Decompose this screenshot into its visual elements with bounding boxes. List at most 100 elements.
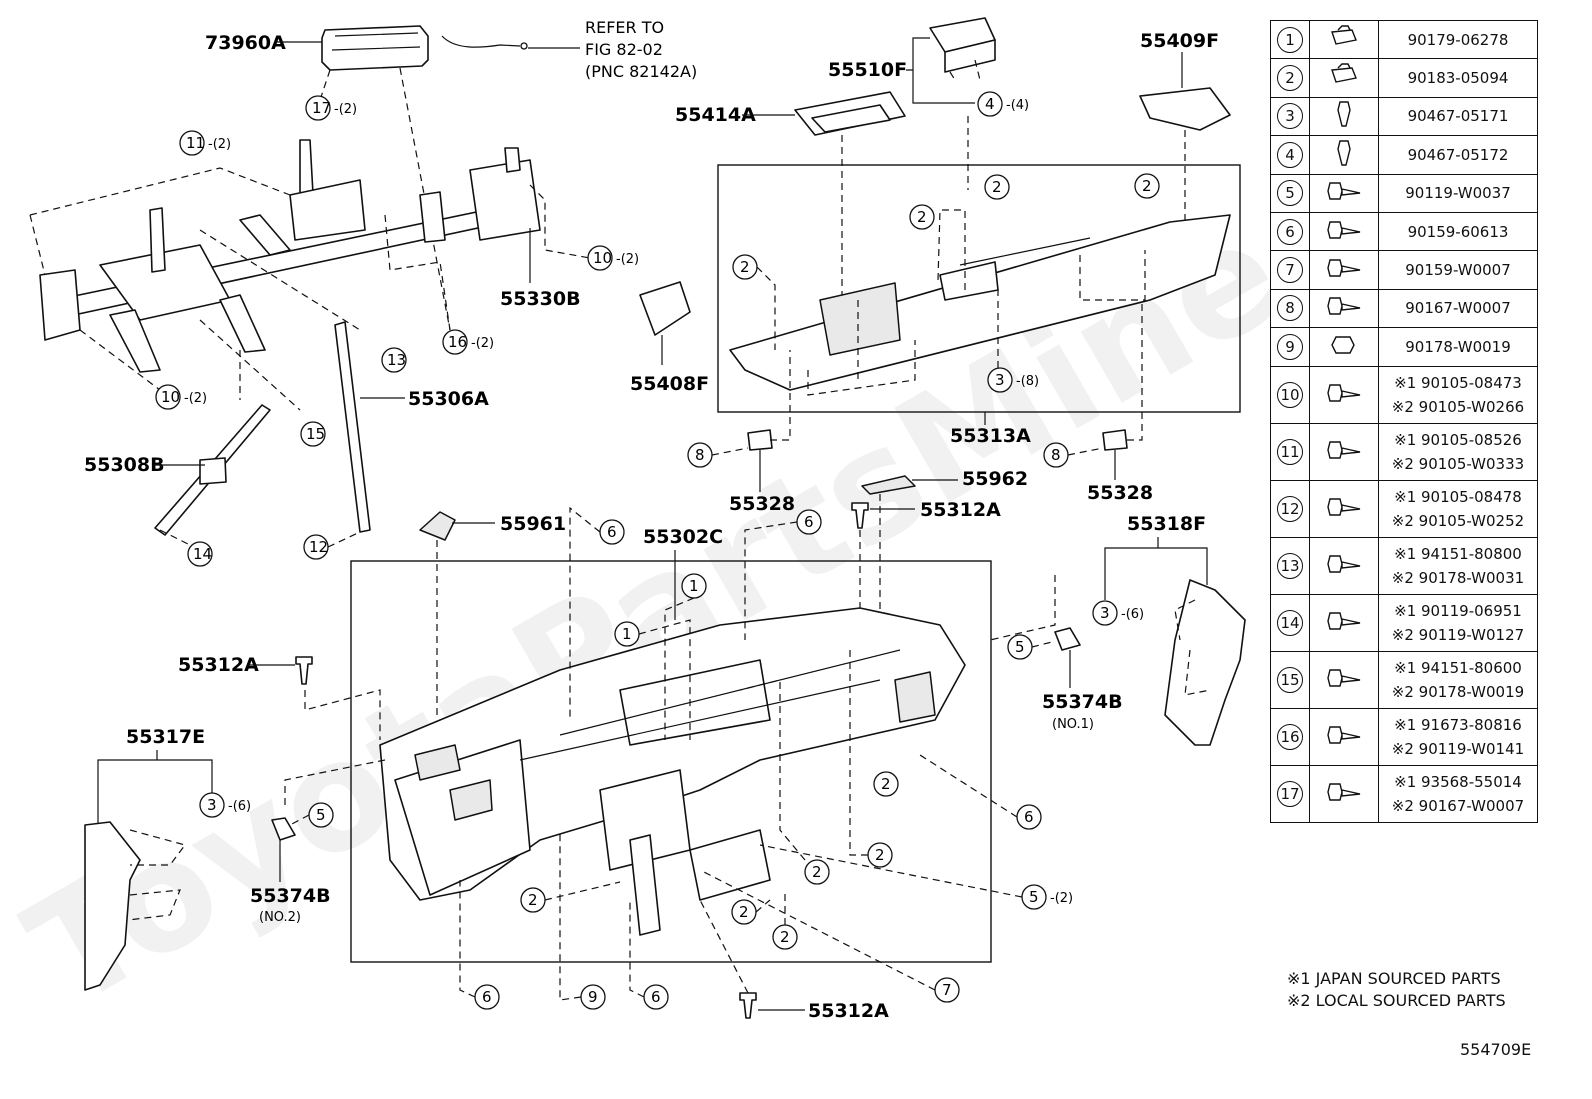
callout-12: 12 bbox=[303, 534, 329, 560]
svg-text:10: 10 bbox=[161, 388, 180, 406]
callout-13: 13 bbox=[381, 347, 407, 373]
callout-6-a: 6 bbox=[599, 519, 625, 545]
legend-ref-number: 12 bbox=[1270, 479, 1310, 538]
part-number-text: ※1 94151-80600 bbox=[1394, 658, 1522, 677]
vent-55961 bbox=[419, 511, 456, 541]
svg-text:2: 2 bbox=[917, 208, 927, 226]
callout-14: 14 bbox=[187, 541, 213, 567]
brace-55306A bbox=[334, 321, 371, 533]
box-55302C bbox=[350, 560, 992, 963]
callout-10-left: 10 -(2) bbox=[155, 384, 207, 410]
fastener-icon bbox=[1309, 135, 1379, 175]
callout-17: 17 -(2) bbox=[305, 95, 357, 121]
callout-3-right: 3 -(6) bbox=[1092, 600, 1144, 626]
legend-ref-number: 14 bbox=[1270, 593, 1310, 652]
callout-55374B-no2: 55374B bbox=[250, 885, 331, 907]
legend-ref-number: 7 bbox=[1270, 250, 1310, 290]
callout-2-e: 2 bbox=[873, 771, 899, 797]
cover-55408F bbox=[639, 281, 691, 336]
svg-text:13: 13 bbox=[387, 351, 406, 369]
svg-text:6: 6 bbox=[651, 988, 661, 1006]
legend-part-number: ※1 90105-08478※2 90105-W0252 bbox=[1378, 479, 1538, 538]
part-number-text: 90467-05171 bbox=[1407, 107, 1509, 126]
callout-2-h: 2 bbox=[520, 887, 546, 913]
callout-6-c: 6 bbox=[1016, 804, 1042, 830]
callout-55962: 55962 bbox=[962, 468, 1028, 490]
legend-part-number: ※1 90105-08526※2 90105-W0333 bbox=[1378, 422, 1538, 481]
callout-11: 11 -(2) bbox=[179, 130, 231, 156]
part-number-text: ※1 90105-08473 bbox=[1394, 373, 1522, 392]
clip-55374B-no1 bbox=[1054, 627, 1081, 651]
part-number-text: ※2 90167-W0007 bbox=[1391, 796, 1525, 815]
callout-73960A: 73960A bbox=[205, 32, 286, 54]
legend-ref-number: 9 bbox=[1270, 327, 1310, 367]
legend-row: 15※1 94151-80600※2 90178-W0019 bbox=[1270, 650, 1538, 709]
callout-8-left: 8 bbox=[687, 442, 713, 468]
fastener-icon bbox=[1309, 327, 1379, 367]
svg-text:2: 2 bbox=[812, 863, 822, 881]
illustration-id: 554709E bbox=[1460, 1040, 1532, 1059]
legend-row: 14※1 90119-06951※2 90119-W0127 bbox=[1270, 593, 1538, 652]
svg-text:3: 3 bbox=[1100, 604, 1110, 622]
legend-row: 3 90467-05171 bbox=[1270, 96, 1538, 137]
part-number-text: ※1 93568-55014 bbox=[1394, 772, 1522, 791]
part-number-text: ※2 90105-W0252 bbox=[1391, 511, 1525, 530]
clip-55312A-bottom bbox=[739, 992, 757, 1019]
legend-part-number: ※1 94151-80600※2 90178-W0019 bbox=[1378, 650, 1538, 709]
svg-text:6: 6 bbox=[482, 988, 492, 1006]
svg-text:15: 15 bbox=[306, 425, 325, 443]
svg-text:12: 12 bbox=[309, 538, 328, 556]
svg-text:5: 5 bbox=[1029, 888, 1039, 906]
legend-row: 11 ※1 90105-08526※2 90105-W0333 bbox=[1270, 422, 1538, 481]
callout-5-a: 5 bbox=[308, 802, 334, 828]
instrument-panel-reinforcement bbox=[39, 139, 541, 373]
legend-part-number: 90119-W0037 bbox=[1378, 173, 1538, 213]
cover-55409F bbox=[1139, 87, 1231, 131]
svg-text:6: 6 bbox=[804, 513, 814, 531]
clip-55328-left bbox=[747, 429, 773, 451]
callout-55308B: 55308B bbox=[84, 454, 165, 476]
legend-ref-number: 6 bbox=[1270, 211, 1310, 252]
callout-55374B-no1-note: (NO.1) bbox=[1052, 717, 1094, 732]
fastener-icon bbox=[1309, 96, 1379, 137]
part-number-text: ※2 90105-W0333 bbox=[1391, 454, 1525, 473]
fastener-icon bbox=[1309, 593, 1379, 652]
callout-55317E: 55317E bbox=[126, 726, 205, 748]
refer-line-1: REFER TO bbox=[585, 18, 664, 37]
svg-text:-(2): -(2) bbox=[1050, 891, 1073, 906]
legend-part-number: ※1 91673-80816※2 90119-W0141 bbox=[1378, 707, 1538, 766]
svg-text:14: 14 bbox=[193, 545, 212, 563]
fastener-icon bbox=[1309, 650, 1379, 709]
callout-55961: 55961 bbox=[500, 513, 566, 535]
callout-6-e: 6 bbox=[643, 984, 669, 1010]
svg-text:2: 2 bbox=[528, 891, 538, 909]
legend-ref-number: 3 bbox=[1270, 96, 1310, 137]
part-number-text: ※2 90119-W0127 bbox=[1391, 625, 1525, 644]
legend-part-number: 90183-05094 bbox=[1378, 58, 1538, 98]
callout-55408F: 55408F bbox=[630, 373, 709, 395]
fastener-icon bbox=[1309, 536, 1379, 595]
callout-3-top: 3 -(8) bbox=[987, 367, 1039, 393]
svg-text:4: 4 bbox=[985, 95, 995, 113]
svg-text:2: 2 bbox=[739, 903, 749, 921]
svg-text:1: 1 bbox=[622, 625, 632, 643]
svg-text:3: 3 bbox=[207, 796, 217, 814]
source-notes: ※1 JAPAN SOURCED PARTS ※2 LOCAL SOURCED … bbox=[1287, 968, 1506, 1012]
note-local-sourced: ※2 LOCAL SOURCED PARTS bbox=[1287, 991, 1506, 1010]
vent-55962 bbox=[861, 475, 916, 495]
legend-ref-number: 11 bbox=[1270, 422, 1310, 481]
svg-text:2: 2 bbox=[875, 846, 885, 864]
svg-text:9: 9 bbox=[588, 988, 598, 1006]
svg-text:2: 2 bbox=[881, 775, 891, 793]
callout-1-b: 1 bbox=[614, 621, 640, 647]
svg-text:6: 6 bbox=[1024, 808, 1034, 826]
svg-text:11: 11 bbox=[186, 134, 205, 152]
legend-part-number: 90159-60613 bbox=[1378, 211, 1538, 252]
brace-55308B bbox=[154, 404, 271, 536]
callout-7: 7 bbox=[934, 977, 960, 1003]
